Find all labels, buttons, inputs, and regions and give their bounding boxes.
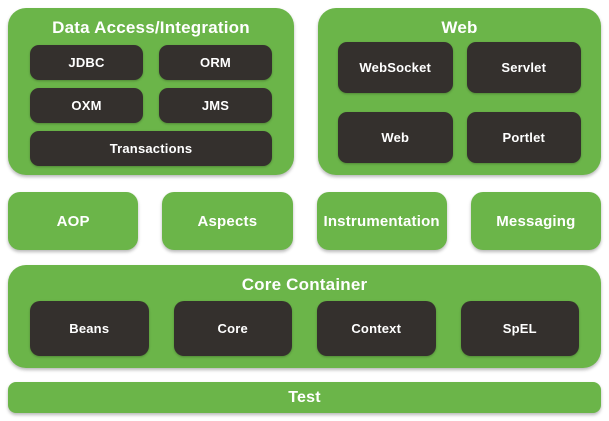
- web-module-grid: WebSocket Servlet Web Portlet: [318, 38, 601, 163]
- module-context: Context: [317, 301, 436, 356]
- module-oxm: OXM: [30, 88, 143, 123]
- module-spel: SpEL: [460, 301, 579, 356]
- module-jdbc: JDBC: [30, 45, 143, 80]
- module-web: Web: [338, 112, 453, 163]
- web-title: Web: [441, 18, 478, 37]
- module-transactions: Transactions: [30, 131, 272, 166]
- module-instrumentation: Instrumentation: [316, 192, 447, 250]
- module-jms: JMS: [159, 88, 272, 123]
- module-aop: AOP: [8, 192, 139, 250]
- module-beans: Beans: [30, 301, 149, 356]
- module-servlet: Servlet: [466, 42, 581, 93]
- panel-core-container: Core Container Beans Core Context SpEL: [8, 265, 601, 368]
- module-portlet: Portlet: [466, 112, 581, 163]
- middle-row: AOP Aspects Instrumentation Messaging: [8, 192, 601, 250]
- module-websocket: WebSocket: [338, 42, 453, 93]
- module-messaging: Messaging: [470, 192, 601, 250]
- module-aspects: Aspects: [162, 192, 293, 250]
- data-access-module-grid: JDBC ORM OXM JMS Transactions: [8, 38, 294, 166]
- core-module-row: Beans Core Context SpEL: [8, 295, 601, 356]
- panel-web: Web WebSocket Servlet Web Portlet: [318, 8, 601, 175]
- panel-test: Test: [8, 382, 601, 413]
- top-row: Data Access/Integration JDBC ORM OXM JMS…: [8, 8, 601, 175]
- module-orm: ORM: [159, 45, 272, 80]
- core-container-title: Core Container: [241, 275, 368, 294]
- panel-data-access-integration: Data Access/Integration JDBC ORM OXM JMS…: [8, 8, 294, 175]
- module-core: Core: [173, 301, 292, 356]
- data-access-title: Data Access/Integration: [52, 18, 250, 37]
